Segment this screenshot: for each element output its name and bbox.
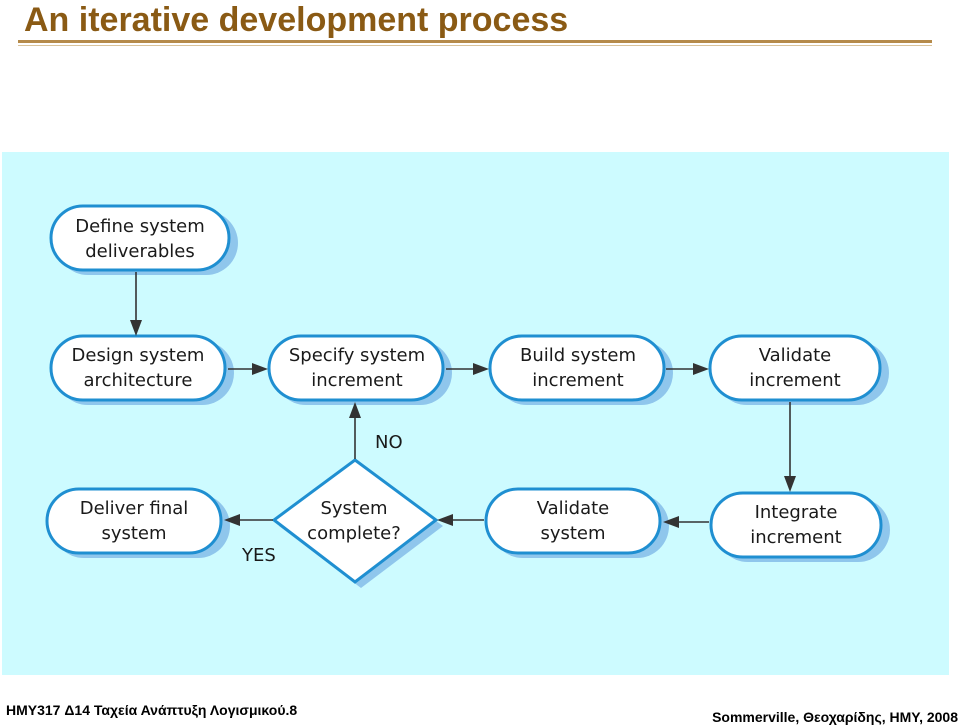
node-design-system-architecture: Design system architecture xyxy=(49,334,234,405)
node-text: Build system xyxy=(520,345,636,366)
node-text: complete? xyxy=(307,523,401,544)
node-text: Validate xyxy=(537,498,610,519)
branch-label-no: NO xyxy=(375,432,403,453)
title-underline xyxy=(18,40,932,43)
arrow-decision-to-deliver xyxy=(224,514,273,526)
node-text: increment xyxy=(749,370,840,391)
node-validate-increment: Validate increment xyxy=(708,334,889,405)
arrow-specify-to-build xyxy=(446,363,489,375)
arrow-build-to-validate xyxy=(666,363,709,375)
node-integrate-increment: Integrate increment xyxy=(709,491,890,562)
node-text: system xyxy=(540,523,605,544)
node-text: Define system xyxy=(75,216,205,237)
node-define-system-deliverables: Define system deliverables xyxy=(49,204,238,275)
node-text: Validate xyxy=(759,345,832,366)
node-text: increment xyxy=(532,370,623,391)
branch-label-yes: YES xyxy=(241,545,276,566)
arrow-define-to-design xyxy=(130,272,142,336)
page-title: An iterative development process xyxy=(24,1,569,39)
node-text: Deliver final xyxy=(80,498,189,519)
decision-system-complete: System complete? xyxy=(271,458,443,588)
node-deliver-final-system: Deliver final system xyxy=(45,487,230,558)
footer-course-info: HMY317 Δ14 Ταχεία Ανάπτυξη Λογισμικού.8 xyxy=(6,702,298,718)
node-text: Specify system xyxy=(289,345,425,366)
arrow-integrate-to-validate-system xyxy=(663,516,709,528)
title-underline-thin xyxy=(18,45,932,46)
node-specify-system-increment: Specify system increment xyxy=(267,334,452,405)
node-validate-system: Validate system xyxy=(484,487,669,558)
node-text: system xyxy=(101,523,166,544)
node-text: architecture xyxy=(84,370,193,391)
node-text: Design system xyxy=(72,345,205,366)
node-text: deliverables xyxy=(85,241,195,262)
footer-credits: Sommerville, Θεοχαρίδης, HMY, 2008 xyxy=(712,709,958,725)
node-text: increment xyxy=(750,527,841,548)
node-text: increment xyxy=(311,370,402,391)
node-build-system-increment: Build system increment xyxy=(488,334,673,405)
arrow-validate-to-integrate xyxy=(784,402,796,492)
node-text: Integrate xyxy=(755,502,838,523)
arrow-validate-system-to-decision xyxy=(437,514,484,526)
arrow-decision-to-specify xyxy=(349,402,361,459)
arrow-design-to-specify xyxy=(228,363,268,375)
node-text: System xyxy=(320,498,387,519)
